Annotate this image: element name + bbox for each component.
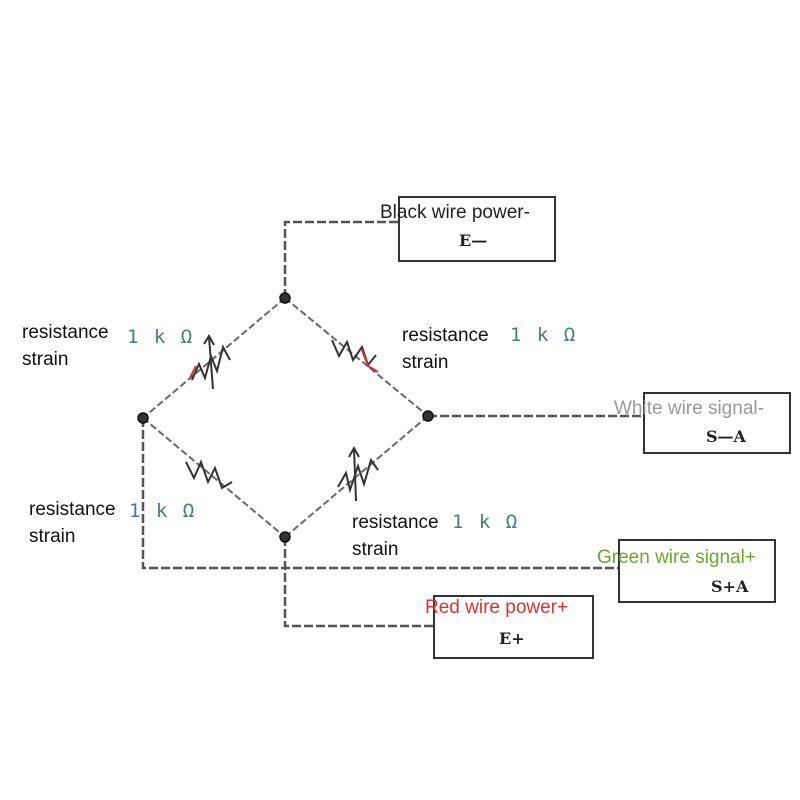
resistor-label-top-left: resistance strain <box>22 319 109 373</box>
resistor-label-bottom-left: resistance strain <box>29 496 116 550</box>
bridge-arm-bottom-right <box>284 415 429 538</box>
black-terminal-code: E— <box>459 231 488 250</box>
resistor-value-top-left: 1 k Ω <box>127 326 195 348</box>
junction-dot-icon <box>279 292 291 304</box>
resistor-label-line1: resistance <box>352 512 439 533</box>
resistor-label-line2: strain <box>352 539 399 560</box>
junction-dot-icon <box>279 531 291 543</box>
resistor-label-line1: resistance <box>22 322 109 343</box>
black-wire-label: Black wire power- <box>380 202 530 223</box>
variable-resistor-arrow-icon <box>189 334 231 390</box>
bridge-arm-bottom-left <box>142 417 286 538</box>
resistor-value-bottom-right: 1 k Ω <box>452 511 520 533</box>
junction-dot-icon <box>137 412 149 424</box>
resistor-label-bottom-right: resistance strain <box>352 509 439 563</box>
zigzag-resistor-icon <box>331 339 379 373</box>
resistor-label-line2: strain <box>22 349 69 370</box>
resistor-label-top-right: resistance strain <box>402 322 489 376</box>
red-wire <box>283 537 433 628</box>
black-terminal-box <box>398 196 556 262</box>
resistor-label-line1: resistance <box>402 325 489 346</box>
junction-dot-icon <box>422 410 434 422</box>
green-wire <box>141 418 618 570</box>
resistor-label-line2: strain <box>29 526 76 547</box>
green-wire-label: Green wire signal+ <box>597 547 756 568</box>
bridge-arm-top-right <box>284 297 429 417</box>
red-terminal-box <box>433 595 594 659</box>
variable-resistor-arrow-icon <box>337 445 379 502</box>
green-terminal-code: S+A <box>711 577 749 596</box>
resistor-label-line1: resistance <box>29 499 116 520</box>
black-wire <box>283 220 398 298</box>
green-terminal-box <box>618 539 776 603</box>
white-wire-label: White wire signal- <box>614 398 764 419</box>
white-terminal-code: S—A <box>706 427 746 446</box>
resistor-value-top-right: 1 k Ω <box>510 324 578 346</box>
red-wire-label: Red wire power+ <box>425 597 569 618</box>
resistor-label-line2: strain <box>402 352 449 373</box>
zigzag-resistor-icon <box>185 459 233 490</box>
resistor-value-bottom-left: 1 k Ω <box>129 500 197 522</box>
white-terminal-box <box>643 392 791 454</box>
bridge-arm-top-left <box>142 297 286 419</box>
red-terminal-code: E+ <box>499 629 525 648</box>
